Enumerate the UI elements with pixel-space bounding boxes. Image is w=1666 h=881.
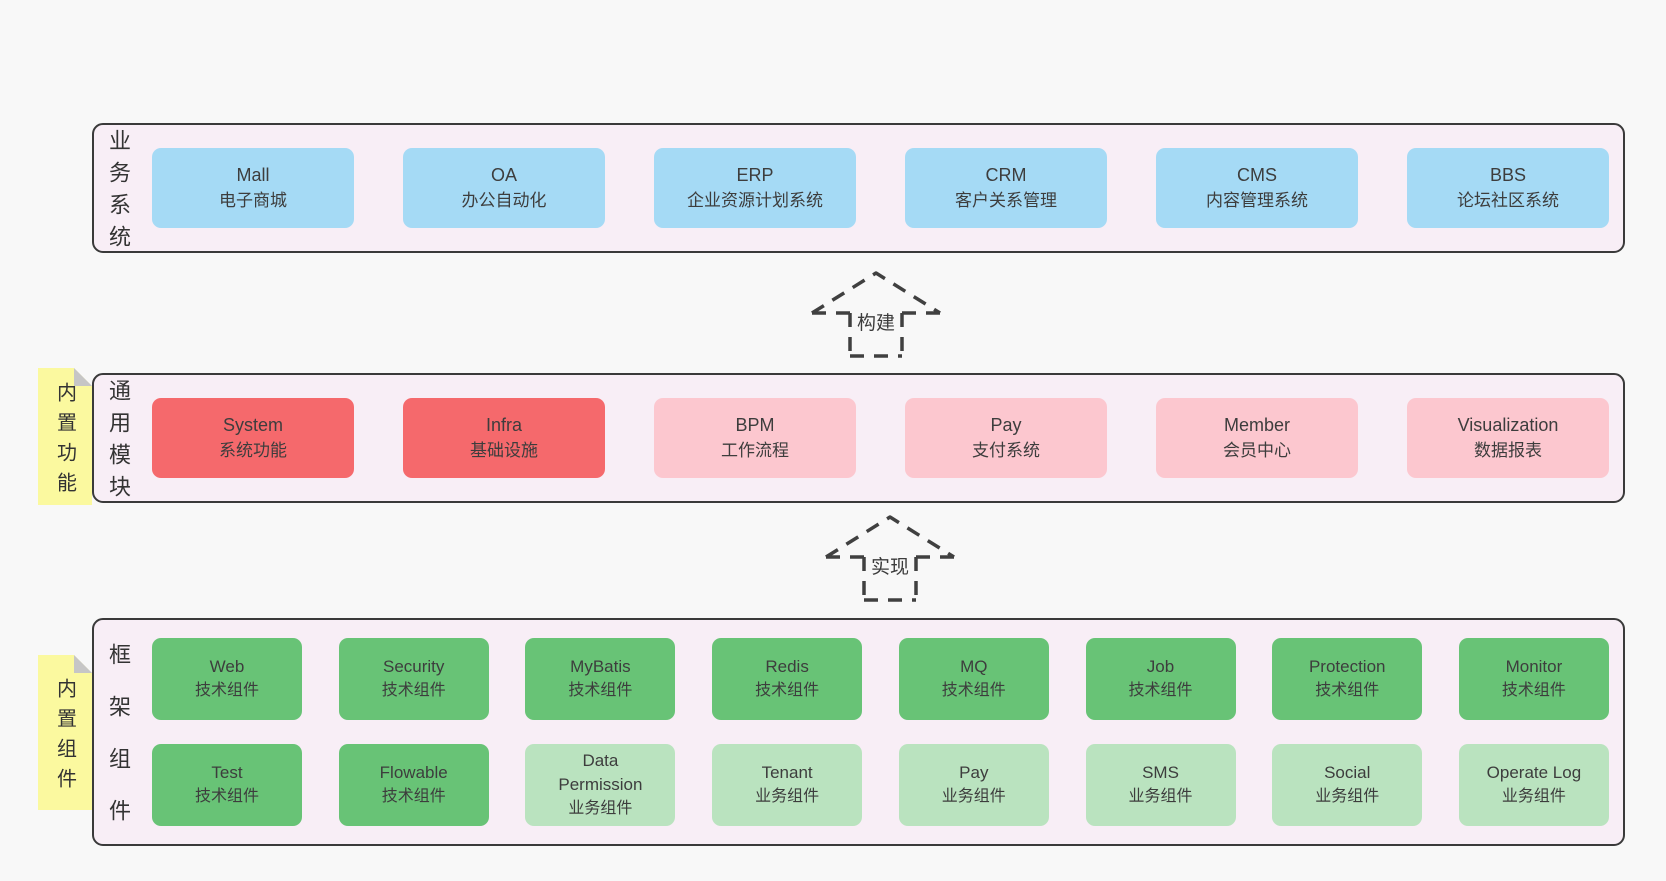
box-member: Member 会员中心 [1156,398,1358,478]
box-erp: ERP 企业资源计划系统 [654,148,856,228]
box-mybatis: MyBatis 技术组件 [525,638,676,720]
sticky-fold-corner-icon [74,655,92,673]
business-systems-label: 业务系统 [106,129,131,257]
box-pay: Pay 支付系统 [905,398,1107,478]
box-operate-log: Operate Log 业务组件 [1458,744,1609,826]
box-oa: OA 办公自动化 [403,148,605,228]
box-sms: SMS 业务组件 [1085,744,1236,826]
business-systems-panel: 业务系统 Mall 电子商城 OA 办公自动化 ERP 企业资源计划系统 CRM… [92,123,1625,257]
framework-row-1: Web 技术组件 Security 技术组件 MyBatis 技术组件 Redi… [152,638,1609,720]
modules-boxes-row: System 系统功能 Infra 基础设施 BPM 工作流程 Pay 支付系统… [142,375,1623,501]
box-web: Web 技术组件 [152,638,302,720]
box-mq: MQ 技术组件 [898,638,1049,720]
common-modules-label: 通用模块 [106,379,131,507]
box-tenant: Tenant 业务组件 [712,744,863,826]
box-mall: Mall 电子商城 [152,148,354,228]
box-social: Social 业务组件 [1272,744,1423,826]
box-bpm: BPM 工作流程 [654,398,856,478]
box-security: Security 技术组件 [338,638,489,720]
common-modules-panel: 通用模块 System 系统功能 Infra 基础设施 BPM 工作流程 Pay… [92,373,1625,507]
box-bbs: BBS 论坛社区系统 [1407,148,1609,228]
box-flowable: Flowable 技术组件 [338,744,489,826]
box-pay-component: Pay 业务组件 [898,744,1049,826]
dashed-up-arrow-icon [825,515,955,602]
built-in-components-tab: 内置组件 [38,655,92,810]
box-monitor: Monitor 技术组件 [1458,638,1609,720]
framework-row-2: Test 技术组件 Flowable 技术组件 Data Permission … [152,744,1609,826]
box-visualization: Visualization 数据报表 [1407,398,1609,478]
box-infra: Infra 基础设施 [403,398,605,478]
box-system: System 系统功能 [152,398,354,478]
built-in-functions-tab: 内置功能 [38,368,92,505]
framework-components-label: 框架组件 [106,643,131,851]
framework-boxes-grid: Web 技术组件 Security 技术组件 MyBatis 技术组件 Redi… [142,620,1623,844]
box-cms: CMS 内容管理系统 [1156,148,1358,228]
business-boxes-row: Mall 电子商城 OA 办公自动化 ERP 企业资源计划系统 CRM 客户关系… [142,125,1623,251]
box-crm: CRM 客户关系管理 [905,148,1107,228]
build-arrow-label: 构建 [851,306,901,337]
implement-arrow-label: 实现 [865,550,915,581]
box-protection: Protection 技术组件 [1272,638,1423,720]
box-redis: Redis 技术组件 [712,638,863,720]
box-test: Test 技术组件 [152,744,302,826]
build-arrow: 构建 [806,266,946,362]
box-job: Job 技术组件 [1085,638,1236,720]
box-data-permission: Data Permission 业务组件 [525,744,676,826]
dashed-up-arrow-icon [811,271,941,358]
implement-arrow: 实现 [820,510,960,606]
framework-components-panel: 框架组件 Web 技术组件 Security 技术组件 MyBatis 技术组件… [92,618,1625,851]
